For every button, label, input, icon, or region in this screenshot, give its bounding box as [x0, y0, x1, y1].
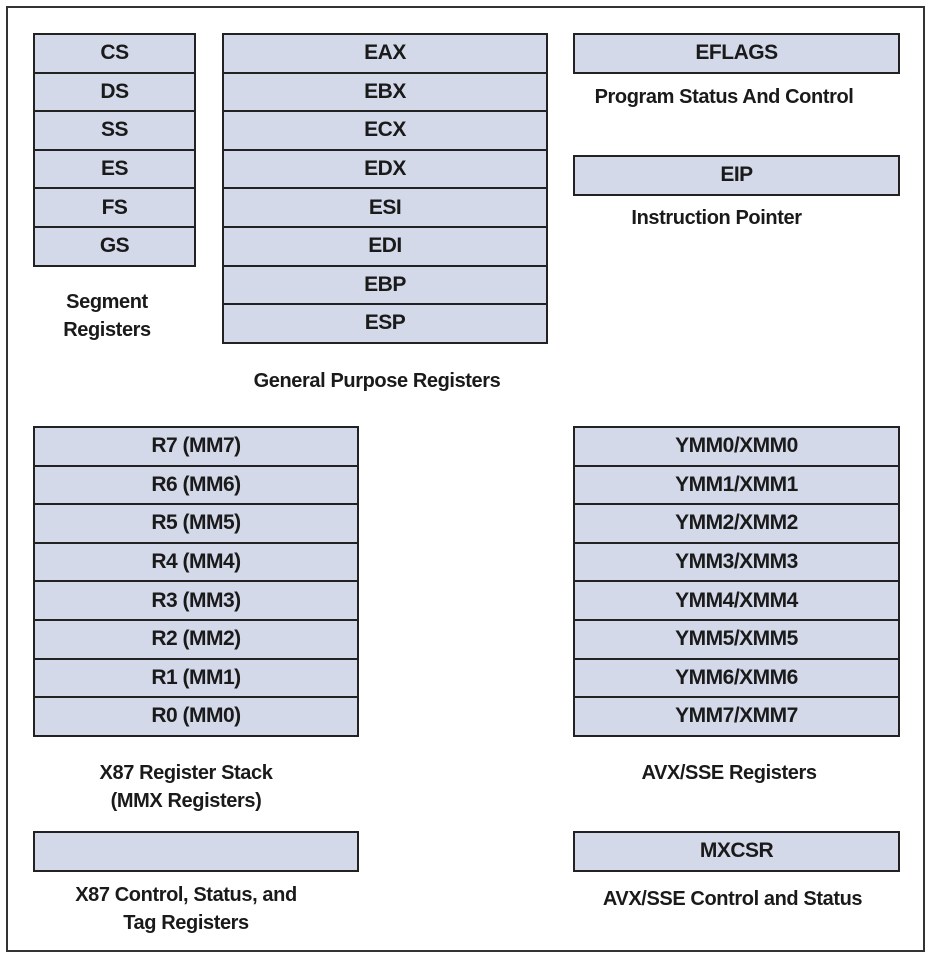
x87-control-caption-line-1: X87 Control, Status, and: [75, 884, 297, 906]
segment-register-es: ES: [33, 148, 196, 190]
segment-register-ss: SS: [33, 110, 196, 151]
x87-control-register: [33, 831, 359, 872]
segment-register-ds: DS: [33, 71, 196, 113]
eflags-stack: EFLAGS: [573, 33, 900, 74]
x87-register-r3: R3 (MM3): [33, 580, 359, 621]
segment-caption-line-2: Registers: [63, 319, 151, 341]
avx-sse-caption-text: AVX/SSE Registers: [641, 762, 817, 784]
x87-control-stack: [33, 831, 359, 872]
eip-stack: EIP: [573, 155, 900, 196]
general-purpose-caption: General Purpose Registers: [222, 367, 532, 395]
general-purpose-caption-text: General Purpose Registers: [253, 370, 501, 392]
x87-register-r6: R6 (MM6): [33, 464, 359, 506]
eip-caption-text: Instruction Pointer: [631, 207, 802, 229]
x87-caption-line-1: X87 Register Stack: [99, 762, 273, 784]
segment-caption-line-1: Segment: [66, 291, 148, 313]
eip-register: EIP: [573, 155, 900, 196]
gp-register-esi: ESI: [222, 187, 548, 228]
gp-register-edi: EDI: [222, 225, 548, 267]
x87-control-caption: X87 Control, Status, and Tag Registers: [33, 881, 339, 937]
segment-register-stack: CS DS SS ES FS GS: [33, 33, 196, 267]
avx-register-ymm1: YMM1/XMM1: [573, 464, 900, 506]
avx-sse-register-stack: YMM0/XMM0 YMM1/XMM1 YMM2/XMM2 YMM3/XMM3 …: [573, 426, 900, 737]
x87-register-r7: R7 (MM7): [33, 426, 359, 467]
mxcsr-stack: MXCSR: [573, 831, 900, 872]
avx-register-ymm4: YMM4/XMM4: [573, 580, 900, 621]
segment-register-cs: CS: [33, 33, 196, 74]
gp-register-ebx: EBX: [222, 71, 548, 113]
segment-register-fs: FS: [33, 187, 196, 228]
eflags-caption: Program Status And Control: [573, 83, 875, 111]
mxcsr-register: MXCSR: [573, 831, 900, 872]
mxcsr-caption: AVX/SSE Control and Status: [573, 885, 892, 913]
eflags-register: EFLAGS: [573, 33, 900, 74]
avx-register-ymm2: YMM2/XMM2: [573, 503, 900, 544]
avx-register-ymm6: YMM6/XMM6: [573, 657, 900, 699]
gp-register-ecx: ECX: [222, 110, 548, 151]
x87-control-caption-line-2: Tag Registers: [123, 912, 249, 934]
gp-register-ebp: EBP: [222, 264, 548, 306]
gp-register-esp: ESP: [222, 303, 548, 344]
x87-caption-line-2: (MMX Registers): [110, 790, 262, 812]
gp-register-eax: EAX: [222, 33, 548, 74]
segment-register-gs: GS: [33, 225, 196, 267]
eflags-caption-text: Program Status And Control: [594, 86, 854, 108]
avx-register-ymm5: YMM5/XMM5: [573, 618, 900, 660]
avx-register-ymm3: YMM3/XMM3: [573, 541, 900, 583]
mxcsr-caption-text: AVX/SSE Control and Status: [602, 888, 863, 910]
x87-stack-caption: X87 Register Stack (MMX Registers): [33, 759, 339, 815]
avx-register-ymm7: YMM7/XMM7: [573, 696, 900, 737]
gp-register-edx: EDX: [222, 148, 548, 190]
x87-register-r4: R4 (MM4): [33, 541, 359, 583]
segment-registers-caption: Segment Registers: [33, 288, 181, 344]
eip-caption: Instruction Pointer: [573, 204, 860, 232]
x87-register-stack: R7 (MM7) R6 (MM6) R5 (MM5) R4 (MM4) R3 (…: [33, 426, 359, 737]
general-purpose-register-stack: EAX EBX ECX EDX ESI EDI EBP ESP: [222, 33, 548, 344]
x87-register-r0: R0 (MM0): [33, 696, 359, 737]
x87-register-r2: R2 (MM2): [33, 618, 359, 660]
x87-register-r1: R1 (MM1): [33, 657, 359, 699]
avx-register-ymm0: YMM0/XMM0: [573, 426, 900, 467]
x87-register-r5: R5 (MM5): [33, 503, 359, 544]
avx-sse-caption: AVX/SSE Registers: [573, 759, 885, 787]
